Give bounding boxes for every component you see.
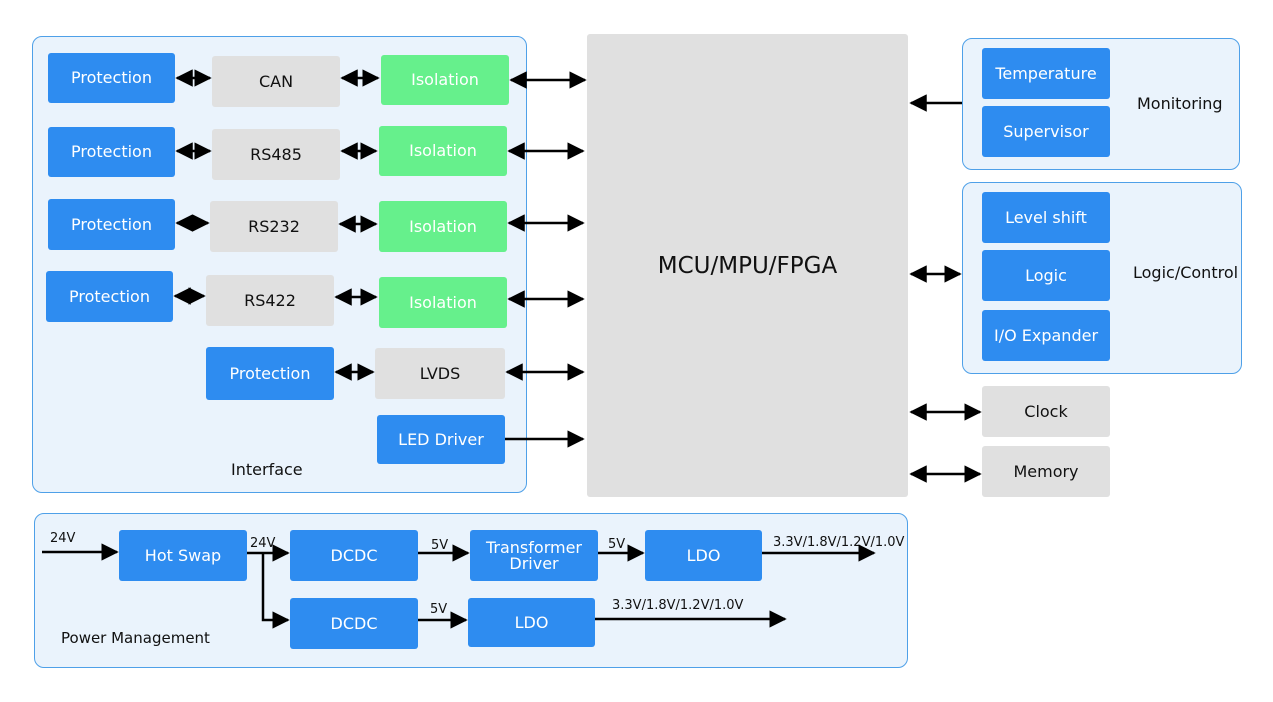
level-shift-block: Level shift xyxy=(982,192,1110,243)
mcu-label: MCU/MPU/FPGA xyxy=(657,252,838,279)
transformer-driver-label-line1: Transformer xyxy=(485,537,582,557)
led-driver-block: LED Driver xyxy=(377,415,505,464)
protection-block-lvds: Protection xyxy=(206,347,334,400)
ldo-label: LDO xyxy=(686,545,721,565)
hot-swap-label: Hot Swap xyxy=(144,545,222,565)
isolation-block-rs485: Isolation xyxy=(379,126,507,176)
isolation-label: Isolation xyxy=(409,216,477,236)
io-expander-block: I/O Expander xyxy=(982,310,1110,361)
dcdc-label: DCDC xyxy=(330,613,378,633)
transceiver-label: CAN xyxy=(258,71,294,91)
io-expander-label: I/O Expander xyxy=(993,325,1099,345)
led-driver-label: LED Driver xyxy=(398,429,484,449)
isolation-label: Isolation xyxy=(411,70,479,89)
isolation-label: Isolation xyxy=(409,292,477,312)
protection-label: Protection xyxy=(71,142,152,161)
temperature-label: Temperature xyxy=(995,63,1097,83)
lvds-transceiver-block: LVDS xyxy=(375,348,505,399)
memory-block: Memory xyxy=(982,446,1110,497)
bus-voltage-label: 24V xyxy=(250,536,276,551)
ldo-1-output-label: 3.3V/1.8V/1.2V/1.0V xyxy=(773,535,905,550)
dcdc-1-output-label: 5V xyxy=(431,538,449,553)
ldo-block-1: LDO xyxy=(645,530,762,581)
protection-block-rs422: Protection xyxy=(46,271,173,322)
memory-label: Memory xyxy=(1013,461,1079,481)
logic-label: Logic xyxy=(1025,265,1067,285)
isolation-label: Isolation xyxy=(409,141,477,160)
protection-label: Protection xyxy=(69,286,150,306)
rs422-transceiver-block: RS422 xyxy=(206,275,334,326)
temperature-block: Temperature xyxy=(982,48,1110,99)
isolation-block-rs422: Isolation xyxy=(379,277,507,328)
power-management-title: Power Management xyxy=(61,629,210,647)
hot-swap-block: Hot Swap xyxy=(119,530,247,581)
clock-label: Clock xyxy=(1024,401,1068,421)
dcdc-2-output-label: 5V xyxy=(430,602,448,617)
can-transceiver-block: CAN xyxy=(212,56,340,107)
transceiver-label: LVDS xyxy=(419,363,461,383)
monitoring-title: Monitoring xyxy=(1137,94,1223,113)
input-voltage-label: 24V xyxy=(50,531,76,546)
transceiver-label: RS232 xyxy=(248,216,300,236)
mcu-block: MCU/MPU/FPGA xyxy=(587,34,908,497)
protection-label: Protection xyxy=(71,68,152,87)
rs232-transceiver-block: RS232 xyxy=(210,201,338,252)
interface-title: Interface xyxy=(231,460,303,479)
logic-control-title: Logic/Control xyxy=(1133,263,1239,282)
isolation-block-rs232: Isolation xyxy=(379,201,507,252)
protection-label: Protection xyxy=(71,214,152,234)
ldo-label: LDO xyxy=(514,612,549,632)
logic-block: Logic xyxy=(982,250,1110,301)
clock-block: Clock xyxy=(982,386,1110,437)
protection-label: Protection xyxy=(229,363,311,383)
transceiver-label: RS422 xyxy=(244,290,296,310)
level-shift-label: Level shift xyxy=(1005,207,1087,227)
transformer-driver-label-line2: Driver xyxy=(509,553,559,573)
ldo-2-output-label: 3.3V/1.8V/1.2V/1.0V xyxy=(612,598,744,613)
transformer-output-label: 5V xyxy=(608,537,626,552)
transformer-driver-block: Transformer Driver xyxy=(470,530,598,581)
dcdc-label: DCDC xyxy=(330,545,378,565)
protection-block-rs232: Protection xyxy=(48,199,175,250)
supervisor-block: Supervisor xyxy=(982,106,1110,157)
isolation-block-can: Isolation xyxy=(381,55,509,105)
dcdc-block-1: DCDC xyxy=(290,530,418,581)
transceiver-label: RS485 xyxy=(250,144,302,164)
dcdc-block-2: DCDC xyxy=(290,598,418,649)
protection-block-can: Protection xyxy=(48,53,175,103)
ldo-block-2: LDO xyxy=(468,598,595,647)
protection-block-rs485: Protection xyxy=(48,127,175,177)
supervisor-label: Supervisor xyxy=(1003,121,1089,141)
rs485-transceiver-block: RS485 xyxy=(212,129,340,180)
